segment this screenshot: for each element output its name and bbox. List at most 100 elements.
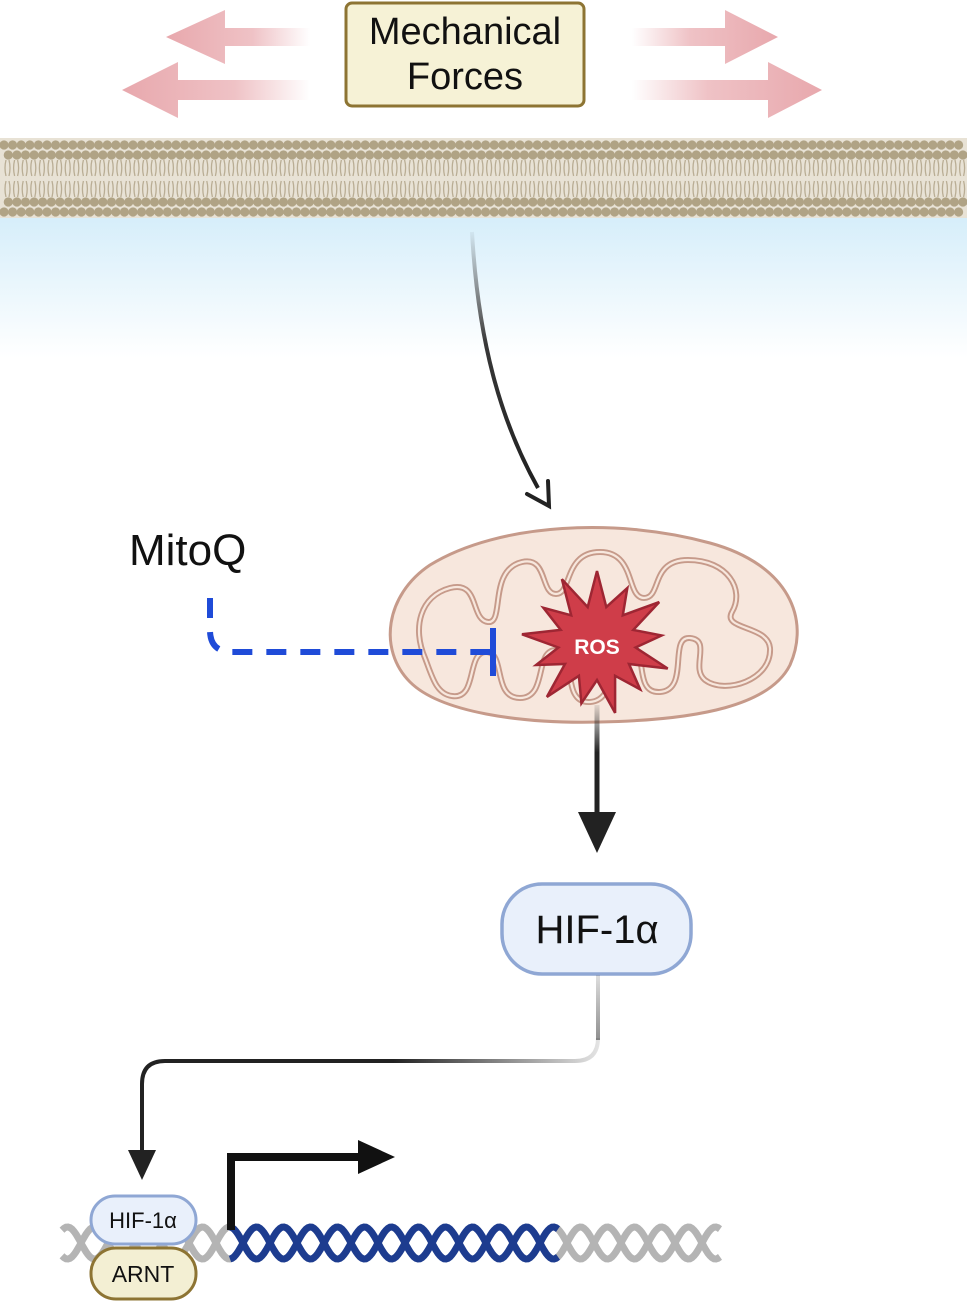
lipid-head [446,140,456,150]
lipid-head [674,150,684,160]
lipid-head [330,150,340,160]
lipid-tail [657,159,665,177]
lipid-tail [107,159,114,177]
lipid-tail [73,180,80,198]
lipid-tail [270,180,278,198]
lipid-tail [649,180,656,198]
lipid-head [38,150,48,160]
force-arrow-right-top [632,10,778,64]
lipid-head [85,207,95,217]
lipid-tail [855,180,863,198]
lipid-head [760,150,770,160]
lipid-head [549,207,560,217]
lipid-tail [399,180,407,198]
lipid-tail [726,180,734,198]
lipid-head [782,207,792,217]
lipid-tail [709,180,716,198]
lipid-tail [64,180,71,198]
lipid-head [313,150,323,160]
lipid-tail [322,159,329,177]
lipid-head [889,150,899,160]
lipid-head [446,207,456,217]
lipid-head [364,150,375,160]
lipid-head [644,140,654,150]
lipid-head [812,197,822,207]
lipid-head [180,140,190,150]
lipid-tail [743,159,751,177]
lipid-head [850,207,861,217]
lipid-tail [786,159,794,177]
lipid-head [158,197,168,207]
lipid-tail [692,159,699,177]
dna-strand-right-a [553,1223,723,1263]
lipid-head [257,207,267,217]
lipid-tail [313,159,321,177]
lipid-head [696,207,706,217]
lipid-head [571,197,581,207]
lipid-head [450,150,461,160]
lipid-tail [683,159,691,177]
lipid-head [837,197,848,207]
lipid-head [278,150,289,160]
lipid-head [455,207,465,217]
lipid-head [205,207,215,217]
lipid-head [270,197,280,207]
lipid-head [524,207,534,217]
lipid-head [377,207,387,217]
lipid-head [786,197,796,207]
lipid-head [506,207,516,217]
lipid-tail [675,180,682,198]
lipid-head [911,207,921,217]
lipid-head [936,207,947,217]
lipid-tail [623,180,630,198]
lipid-tail [90,159,97,177]
lipid-head [210,150,220,160]
lipid-head [657,197,667,207]
lipid-head [171,140,181,150]
lipid-head [610,207,620,217]
lipid-tail [838,180,845,198]
lipid-head [29,150,39,160]
lipid-head [498,207,508,217]
lipid-head [334,140,344,150]
lipid-tail [408,159,415,177]
lipid-head [240,140,250,150]
membrane-tails [4,159,966,198]
lipid-head [515,207,525,217]
lipid-tail [356,159,364,177]
lipid-head [94,207,104,217]
lipid-head [816,140,826,150]
lipid-head [253,197,263,207]
lipid-head [880,150,891,160]
lipid-head [769,197,779,207]
lipid-head [141,197,151,207]
lipid-tail [726,159,734,177]
lipid-head [364,197,375,207]
lipid-tail [485,180,493,198]
lipid-head [648,150,658,160]
lipid-head [876,207,886,217]
lipid-head [678,140,689,150]
lipid-head [291,207,301,217]
lipid-head [567,140,577,150]
lipid-head [730,207,740,217]
lipid-head [81,197,91,207]
lipid-tail [941,180,949,198]
lipid-head [820,197,830,207]
lipid-head [42,140,52,150]
mitoq-inhibition-line [207,598,496,676]
lipid-tail [227,159,235,177]
lipid-head [240,207,250,217]
lipid-head [227,150,237,160]
lipid-tail [795,180,802,198]
lipid-head [601,207,611,217]
ros-burst: ROS [521,570,669,714]
lipid-head [825,140,835,150]
lipid-tail [4,159,11,177]
lipid-tail [253,159,261,177]
lipid-head [218,150,228,160]
lipid-head [554,197,564,207]
lipid-head [472,207,482,217]
arrow-ros-to-hif [578,705,616,853]
lipid-head [16,140,26,150]
